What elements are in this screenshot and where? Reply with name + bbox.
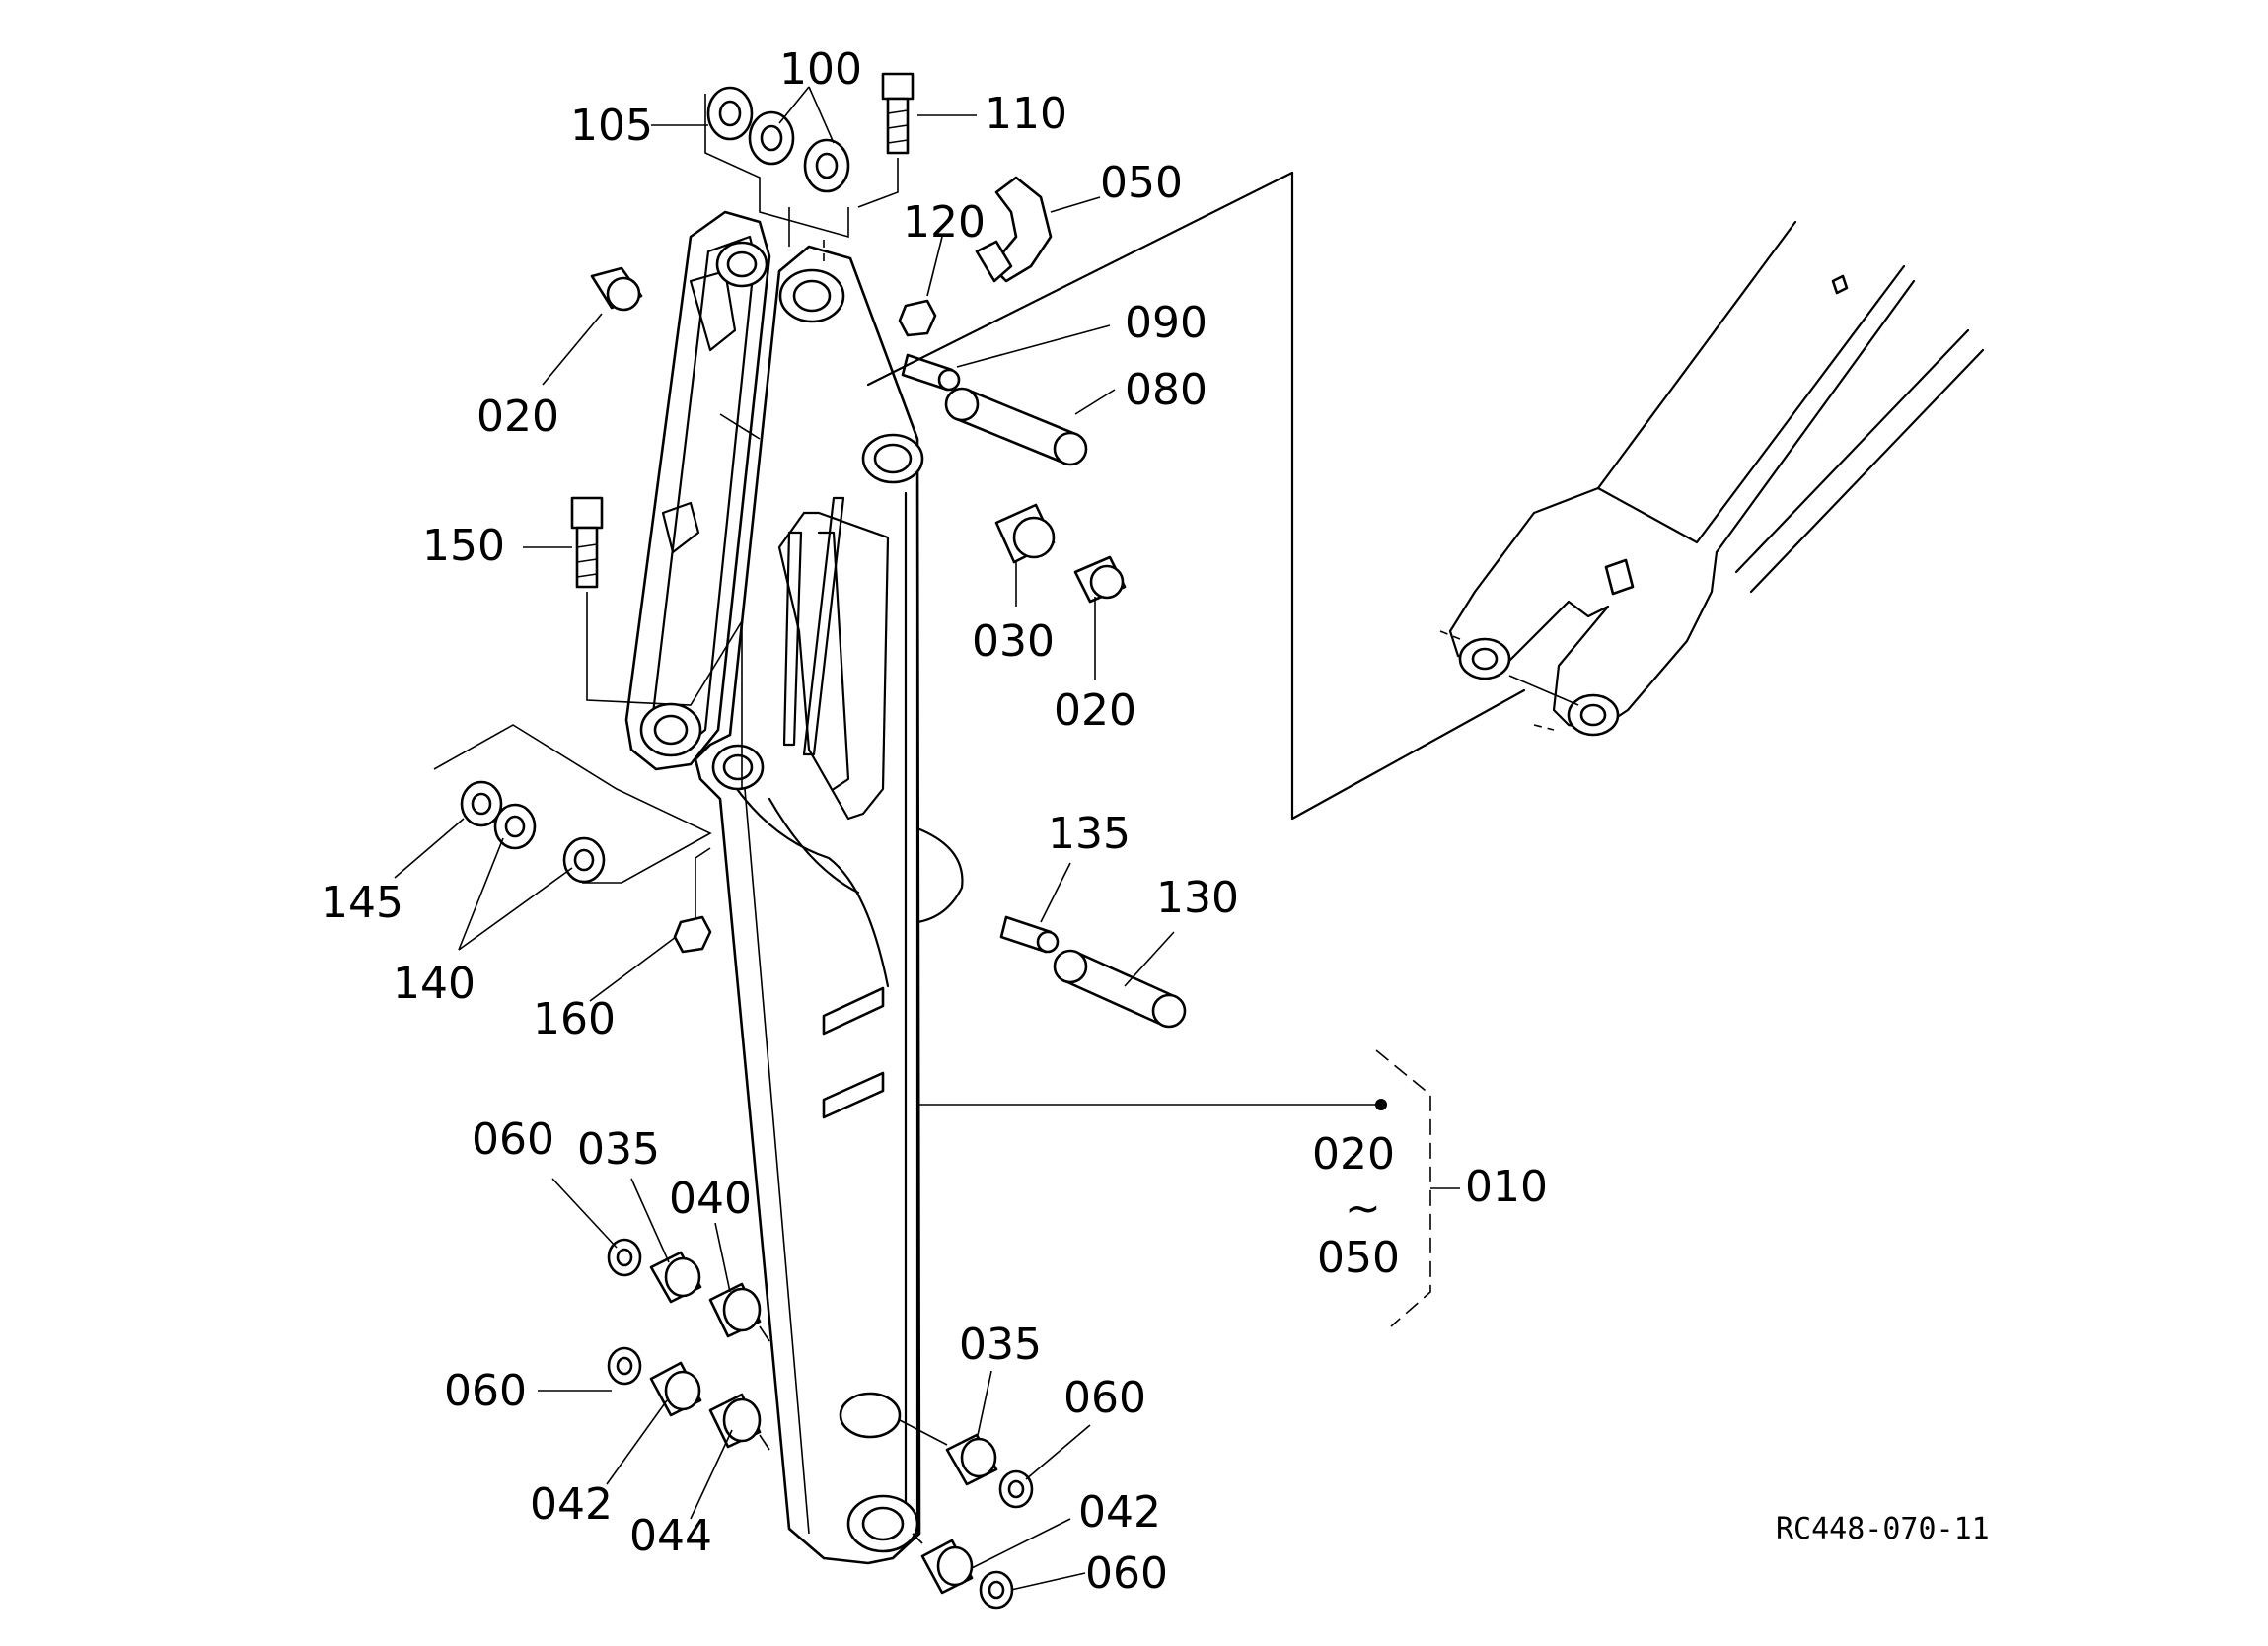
callout-020-right: 020: [1054, 685, 1136, 736]
callout-140: 140: [393, 959, 476, 1009]
leader-lines: [394, 86, 1460, 1591]
washers-145-140: [433, 724, 712, 884]
callout-020-upper: 020: [476, 392, 559, 442]
callout-042-a: 042: [530, 1479, 613, 1530]
callout-060-a: 060: [472, 1114, 554, 1165]
callout-040: 040: [669, 1174, 752, 1224]
callout-120: 120: [903, 197, 986, 248]
drawing-code: RC448-070-11: [1776, 1512, 1990, 1546]
callout-060-d: 060: [1085, 1548, 1168, 1599]
callout-090: 090: [1125, 298, 1207, 348]
bolt-110: [857, 72, 915, 208]
callout-100: 100: [779, 44, 862, 95]
washers-105-100: [704, 86, 850, 247]
detail-view: [866, 171, 1985, 821]
callout-135: 135: [1048, 809, 1131, 859]
callout-010: 010: [1465, 1162, 1548, 1212]
range-separator: ~: [1345, 1183, 1381, 1234]
nut-160: [673, 847, 712, 954]
lower-parts-left: [607, 1238, 770, 1451]
range-from: 020: [1312, 1129, 1395, 1180]
callout-160: 160: [533, 994, 616, 1044]
callout-030: 030: [972, 616, 1055, 667]
callout-145: 145: [321, 878, 403, 928]
callout-110: 110: [985, 89, 1067, 139]
callout-105: 105: [570, 101, 653, 151]
grease-nipple-090: [901, 353, 961, 392]
pin-080: [944, 387, 1088, 466]
callout-labels: 105 100 110 050 120 090 080 020 150 030 …: [321, 44, 1990, 1599]
arm-body: [694, 237, 964, 1565]
bushing-020-left: [590, 266, 643, 312]
bushing-030: [994, 503, 1056, 564]
bushing-020-right: [1073, 555, 1127, 604]
nut-120: [898, 299, 937, 337]
bolt-150: [570, 496, 743, 789]
side-link: [624, 210, 771, 771]
elbow-fitting-050: [975, 176, 1053, 283]
callout-150: 150: [422, 521, 505, 571]
grease-nipple-135: [999, 915, 1060, 954]
range-to: 050: [1317, 1233, 1400, 1283]
callout-050: 050: [1100, 158, 1183, 208]
lower-parts-right: [899, 1419, 1034, 1610]
callout-042-b: 042: [1078, 1487, 1161, 1538]
callout-060-b: 060: [444, 1366, 527, 1416]
callout-080: 080: [1125, 365, 1207, 415]
leader-dot: [1375, 1099, 1387, 1110]
pin-130: [1053, 949, 1187, 1029]
callout-060-c: 060: [1063, 1373, 1146, 1423]
callout-035-b: 035: [959, 1320, 1042, 1370]
callout-130: 130: [1156, 873, 1239, 923]
callout-035-a: 035: [577, 1124, 660, 1175]
callout-044: 044: [629, 1511, 712, 1561]
